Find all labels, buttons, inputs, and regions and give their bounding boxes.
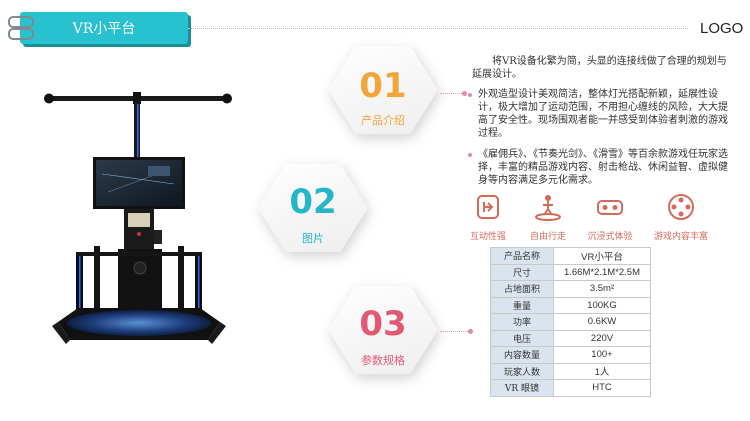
feature-interactive: 互动性强	[458, 192, 518, 242]
spec-value: 1人	[553, 362, 651, 380]
vr-platform-image	[44, 92, 232, 344]
spec-key: 电压	[490, 329, 554, 347]
header-divider	[188, 28, 688, 29]
feature-label: 游戏内容丰富	[653, 232, 708, 242]
spec-value: VR小平台	[553, 247, 651, 265]
binder-ring-icon	[8, 16, 34, 28]
spec-key: 重量	[490, 296, 554, 314]
spec-value: HTC	[553, 379, 651, 397]
spec-value: 3.5m²	[553, 280, 651, 298]
section-label: 图片	[302, 232, 324, 245]
spec-key: 功率	[490, 313, 554, 331]
feature-label: 自由行走	[529, 232, 566, 242]
spec-value: 220V	[553, 329, 651, 347]
walking-person-icon	[535, 195, 561, 221]
page-title: VR小平台	[72, 21, 136, 37]
logo: LOGO	[700, 20, 744, 37]
bullet-dot	[468, 153, 472, 157]
spec-value: 100+	[553, 346, 651, 364]
section-number: 03	[359, 304, 407, 344]
spec-key: 玩家人数	[490, 362, 554, 380]
feature-label: 沉浸式体验	[587, 232, 633, 242]
mobility-icon	[477, 195, 499, 219]
intro-paragraph-3: 《雇佣兵》、《节奏光剑》、《滑雪》等百余款游戏任玩家选择，丰富的精品游戏内容、射…	[478, 149, 728, 186]
spec-key: 尺寸	[490, 263, 554, 281]
spec-key: VR 眼镜	[490, 379, 554, 397]
intro-paragraph-1: 将VR设备化繁为简，头显的连接线做了合理的规划与延展设计。	[472, 56, 727, 80]
section-hex-intro: 01 产品介绍	[328, 42, 438, 138]
connector-line	[440, 331, 468, 332]
section-label: 产品介绍	[361, 114, 405, 127]
vr-headset-icon	[597, 200, 623, 215]
connector-line	[440, 93, 462, 94]
connector-dot	[468, 329, 473, 334]
bullet-dot	[468, 93, 472, 97]
connector-dot	[462, 91, 467, 96]
spec-value: 0.6KW	[553, 313, 651, 331]
binder-ring-icon	[8, 28, 34, 40]
film-reel-icon	[668, 194, 694, 220]
title-banner: VR小平台	[20, 12, 188, 44]
section-label: 参数规格	[361, 354, 405, 367]
intro-paragraph-2: 外观造型设计美观简洁，整体灯光搭配新颖，延展性设计，极大增加了运动范围，不用担心…	[478, 89, 728, 139]
section-number: 02	[289, 182, 337, 222]
spec-key: 占地面积	[490, 280, 554, 298]
feature-immersive: 沉浸式体验	[580, 192, 640, 242]
feature-free-walk: 自由行走	[518, 192, 578, 242]
section-hex-specs: 03 参数规格	[328, 282, 438, 378]
spec-value: 1.66M*2.1M*2.5M	[553, 263, 651, 281]
section-hex-images: 02 图片	[258, 160, 368, 256]
spec-value: 100KG	[553, 296, 651, 314]
feature-rich-content: 游戏内容丰富	[648, 192, 714, 242]
spec-key: 内容数量	[490, 346, 554, 364]
feature-label: 互动性强	[469, 232, 506, 242]
section-number: 01	[359, 66, 407, 106]
spec-key: 产品名称	[490, 247, 554, 265]
